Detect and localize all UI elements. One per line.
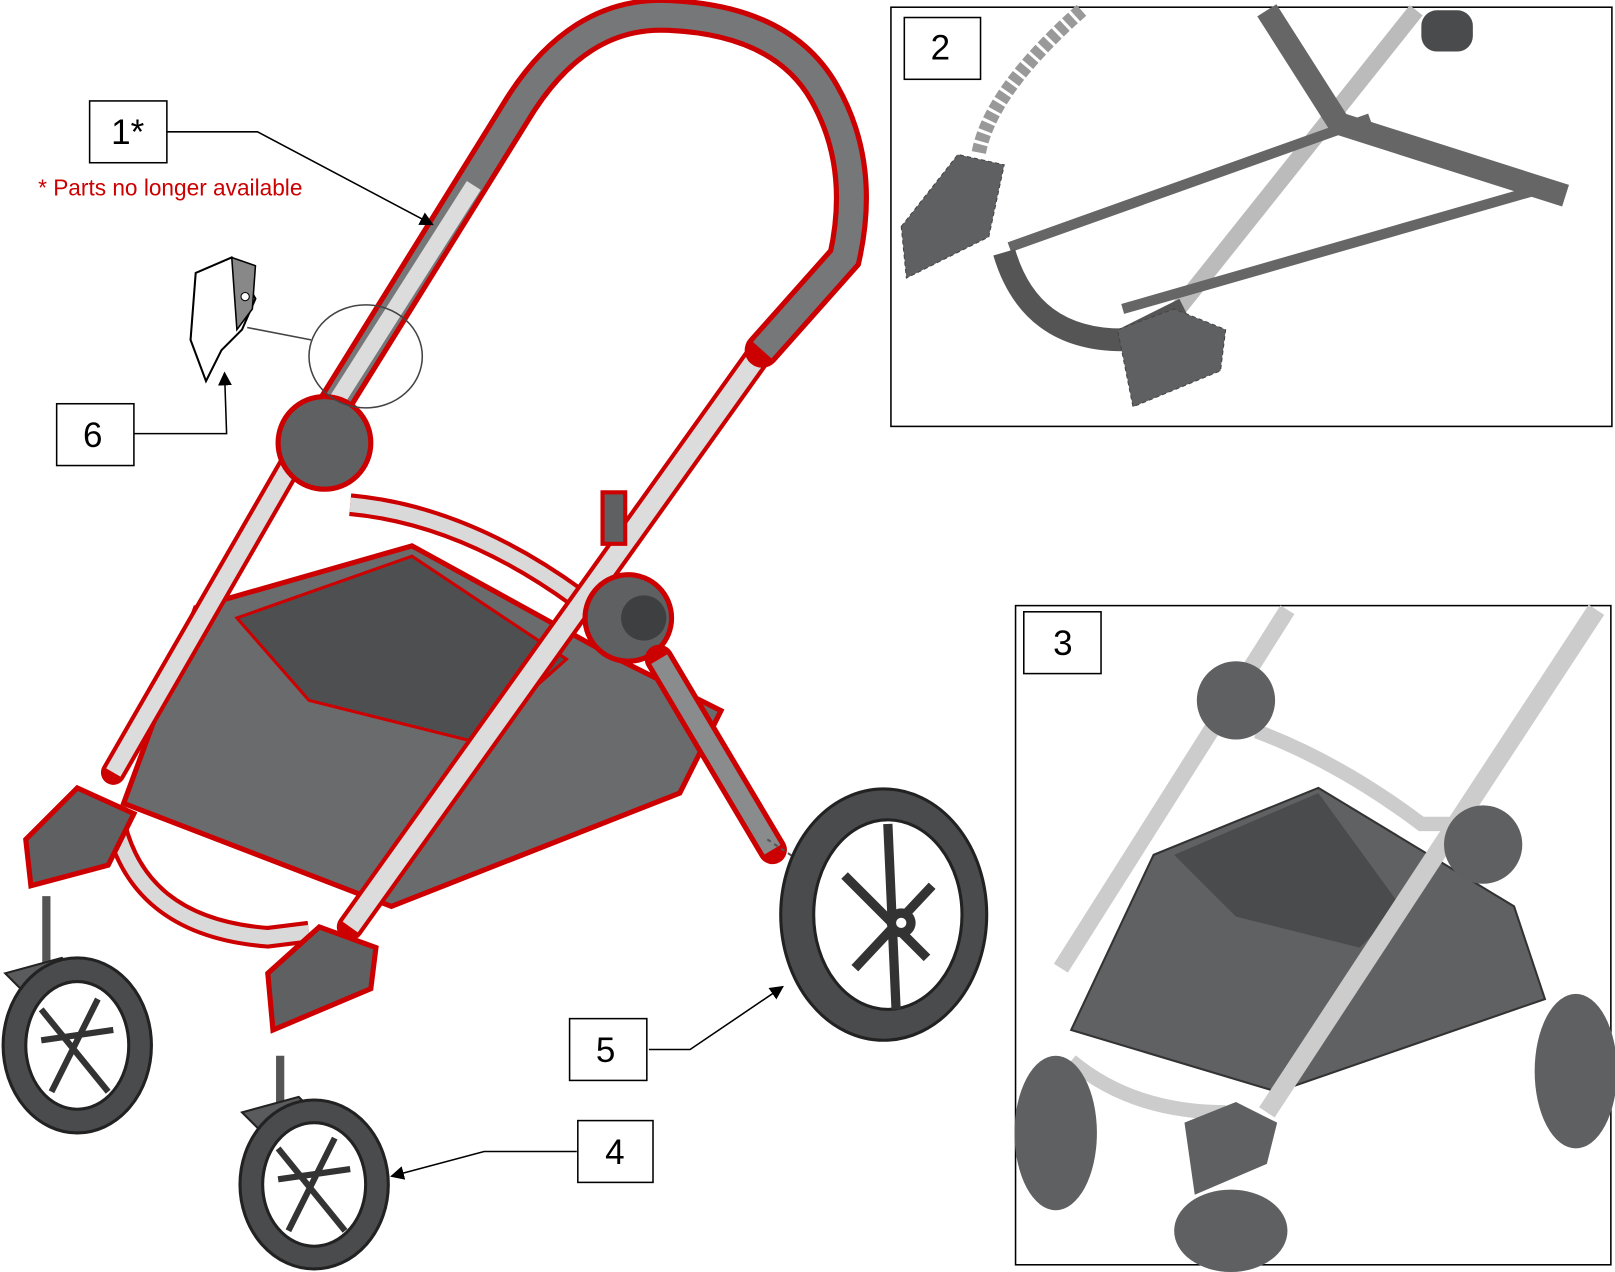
svg-text:6: 6: [83, 416, 102, 455]
left-foot: [23, 784, 138, 890]
svg-text:4: 4: [605, 1133, 624, 1172]
inset-3: 3: [1014, 604, 1615, 1272]
rear-wheel: [766, 787, 989, 1042]
stroller-frame: [23, 0, 869, 1034]
svg-text:1*: 1*: [111, 113, 144, 152]
swivel-wheel-front: [238, 1055, 390, 1271]
right-foot: [265, 924, 379, 1034]
callout-1: 1*: [88, 100, 168, 164]
detail-circle: [308, 304, 424, 409]
callout-5: 5: [568, 1017, 648, 1082]
svg-text:3: 3: [1053, 624, 1072, 663]
callout-4: 4: [577, 1119, 654, 1184]
svg-text:2: 2: [931, 29, 950, 68]
left-hinge: [275, 393, 374, 492]
availability-note: * Parts no longer available: [38, 175, 302, 201]
callout-6: 6: [55, 402, 135, 467]
swivel-wheel-left: [1, 896, 153, 1135]
inset-2: 2: [890, 4, 1613, 428]
part-6-bracket: [189, 256, 424, 409]
svg-text:5: 5: [596, 1031, 615, 1070]
